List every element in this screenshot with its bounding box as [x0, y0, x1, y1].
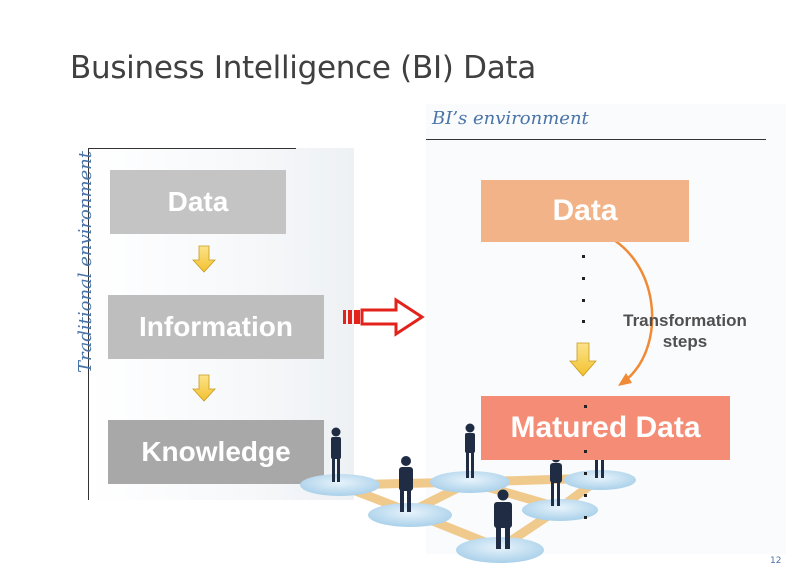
bi-frame [426, 139, 766, 140]
step-dot [584, 472, 587, 475]
matured-data-box: Matured Data [481, 396, 730, 460]
down-arrow-icon [569, 342, 597, 377]
traditional-information-box: Information [108, 295, 324, 359]
traditional-frame [88, 148, 296, 500]
step-dot [582, 277, 585, 280]
traditional-data-box: Data [110, 170, 286, 234]
slide-title: Business Intelligence (BI) Data [70, 50, 536, 86]
bi-data-box: Data [481, 180, 689, 242]
traditional-knowledge-box: Knowledge [108, 420, 324, 484]
step-dot [584, 405, 587, 408]
page-number: 12 [770, 556, 782, 566]
transformation-label-line-1: Transformation [623, 311, 747, 330]
step-dot [584, 516, 587, 519]
step-dot [582, 299, 585, 302]
curved-arrow-icon [597, 230, 654, 386]
down-arrow-icon [192, 245, 216, 402]
step-dot [582, 320, 585, 323]
step-dot [584, 494, 587, 497]
step-dot [584, 450, 587, 453]
bi-environment-label: BI’s environment [432, 108, 589, 129]
step-dot [582, 255, 585, 258]
transformation-steps-label: Transformation steps [610, 310, 760, 352]
transformation-label-line-2: steps [662, 332, 708, 351]
business-network-illustration [300, 423, 636, 563]
right-arrow-icon [343, 297, 425, 337]
